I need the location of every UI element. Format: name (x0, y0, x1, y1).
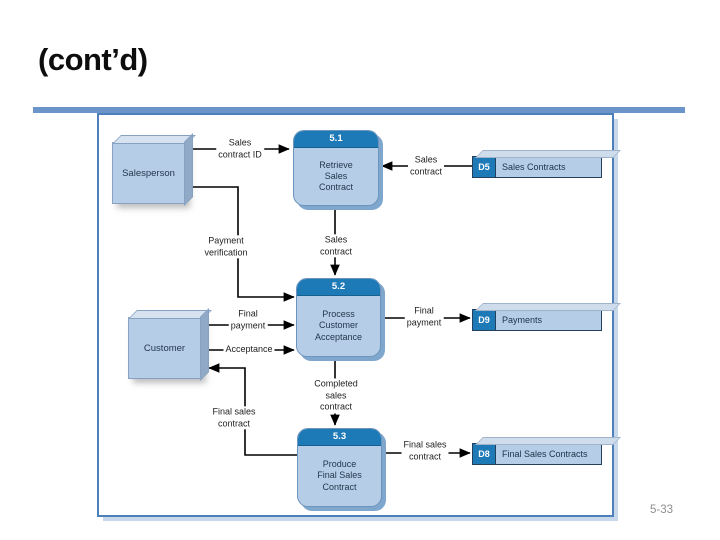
flow-label-payment-verification: Payment verification (202, 235, 250, 259)
entity-customer: Customer (128, 317, 201, 379)
process-5-1-number: 5.1 (294, 131, 378, 148)
datastore-d9-id: D9 (473, 310, 496, 330)
process-5-1: 5.1 Retrieve Sales Contract (293, 130, 379, 206)
process-5-2: 5.2 Process Customer Acceptance (296, 278, 381, 357)
flow-label-sales-contract-id: Sales contract ID (216, 137, 264, 161)
datastore-d8-id: D8 (473, 444, 496, 464)
process-5-3-number: 5.3 (298, 429, 381, 446)
datastore-d9: D9 Payments (472, 309, 602, 331)
process-5-3-label: Produce Final Sales Contract (317, 459, 362, 492)
slide-title: (cont’d) (38, 42, 148, 77)
flow-label-final-sales-contract-to-d8: Final sales contract (401, 439, 449, 463)
page-number: 5-33 (650, 504, 674, 516)
entity-customer-label: Customer (143, 342, 186, 354)
process-5-1-label: Retrieve Sales Contract (318, 159, 353, 193)
process-5-2-label: Process Customer Acceptance (314, 309, 363, 342)
flow-label-acceptance: Acceptance (223, 344, 275, 356)
entity-salesperson: Salesperson (112, 142, 185, 204)
flow-label-final-payment-from-customer: Final payment (228, 308, 268, 332)
datastore-d5-label: Sales Contracts (502, 162, 566, 172)
datastore-d8-label: Final Sales Contracts (502, 449, 588, 459)
flow-label-completed-sales-contract: Completed sales contract (312, 378, 360, 414)
process-5-2-number: 5.2 (297, 279, 380, 296)
flow-label-final-sales-contract-to-customer: Final sales contract (210, 406, 258, 430)
flow-label-final-payment-to-d9: Final payment (404, 305, 444, 329)
datastore-d5: D5 Sales Contracts (472, 156, 602, 178)
title-accent-bar (33, 107, 685, 113)
process-5-3: 5.3 Produce Final Sales Contract (297, 428, 382, 507)
datastore-d5-id: D5 (473, 157, 496, 177)
datastore-d8: D8 Final Sales Contracts (472, 443, 602, 465)
datastore-d9-label: Payments (502, 315, 543, 325)
flow-label-sales-contract-from-d5: Sales contract (407, 154, 445, 178)
flow-label-sales-contract-down: Sales contract (317, 234, 355, 258)
entity-salesperson-label: Salesperson (122, 167, 175, 179)
